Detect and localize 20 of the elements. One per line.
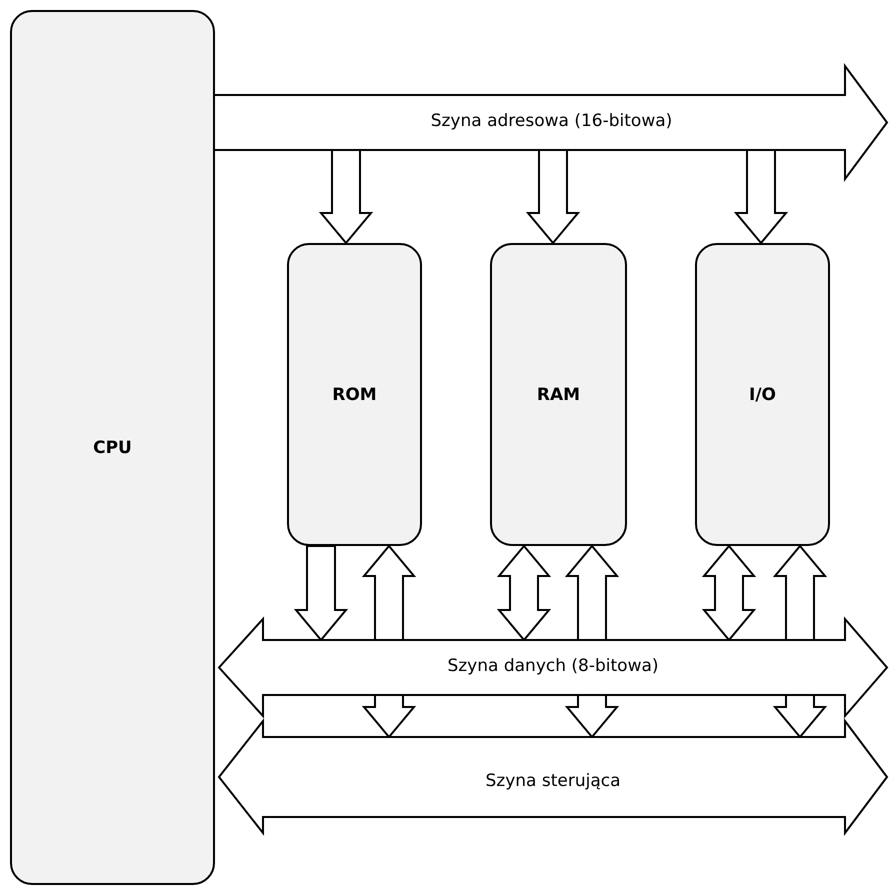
block-label: RAM: [536, 384, 580, 404]
hollow-arrow: [772, 544, 828, 739]
memory-block: [490, 243, 627, 546]
bus-label: Szyna sterująca: [485, 771, 621, 791]
bus-label: Szyna danych (8-bitowa): [447, 656, 659, 676]
hollow-arrow: [734, 149, 788, 245]
block-label: ROM: [332, 384, 377, 404]
memory-block: [287, 243, 422, 546]
block-label: CPU: [93, 438, 132, 458]
bus-label: Szyna adresowa (16-bitowa): [430, 111, 672, 131]
hollow-arrow: [526, 149, 580, 245]
io-block: [695, 243, 830, 546]
cpu-block: [10, 10, 215, 885]
hollow-arrow: [496, 544, 552, 642]
hollow-arrow: [702, 544, 756, 642]
hollow-arrow: [318, 149, 374, 245]
hollow-arrow: [564, 544, 620, 739]
hollow-arrow: [294, 545, 348, 642]
block-label: I/O: [749, 384, 776, 404]
hollow-arrow: [362, 544, 416, 739]
